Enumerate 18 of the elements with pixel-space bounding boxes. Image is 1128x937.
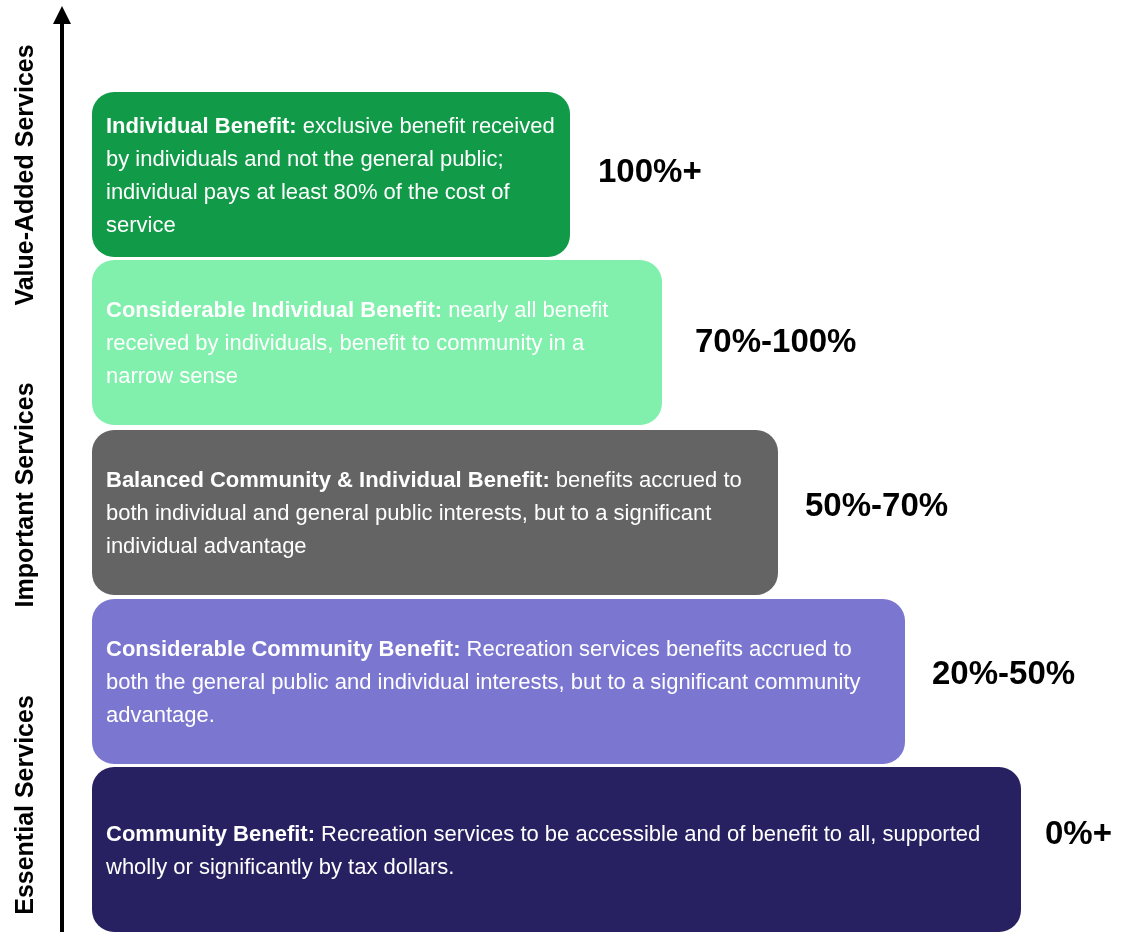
percentage-label: 70%-100% — [695, 322, 857, 360]
benefit-description: Community Benefit: Recreation services to be accessible and of benefit to all, supported wholly or significantly by tax dollars. — [106, 819, 982, 881]
benefit-description: Considerable Community Benefit: Recreation services benefits accrued to both the general public and individual interests, but to a significant community advantage. — [106, 635, 862, 729]
tier-bar — [92, 92, 570, 257]
percentage-label: 0%+ — [1045, 814, 1112, 852]
percentage-label: 20%-50% — [932, 654, 1076, 692]
benefit-description: Considerable Individual Benefit: nearly all benefit received by individuals, benefit to community in a narrow sense — [106, 296, 610, 390]
axis-label: Important Services — [9, 382, 39, 608]
axis-label: Value-Added Services — [9, 44, 39, 306]
tier-bar — [92, 430, 778, 595]
benefit-description: Balanced Community & Individual Benefit: benefits accrued to both individual and general public interests, but to a significant individual advantage — [106, 466, 743, 560]
tier-bar — [92, 767, 1021, 932]
tier-bar — [92, 599, 905, 764]
percentage-label: 100%+ — [598, 152, 702, 190]
benefit-description: Individual Benefit: exclusive benefit received by individuals and not the general public; individual pays at least 80% of the cost of service — [106, 111, 556, 239]
tier-bar — [92, 260, 662, 425]
axis-label: Essential Services — [9, 695, 39, 915]
percentage-label: 50%-70% — [805, 486, 949, 524]
